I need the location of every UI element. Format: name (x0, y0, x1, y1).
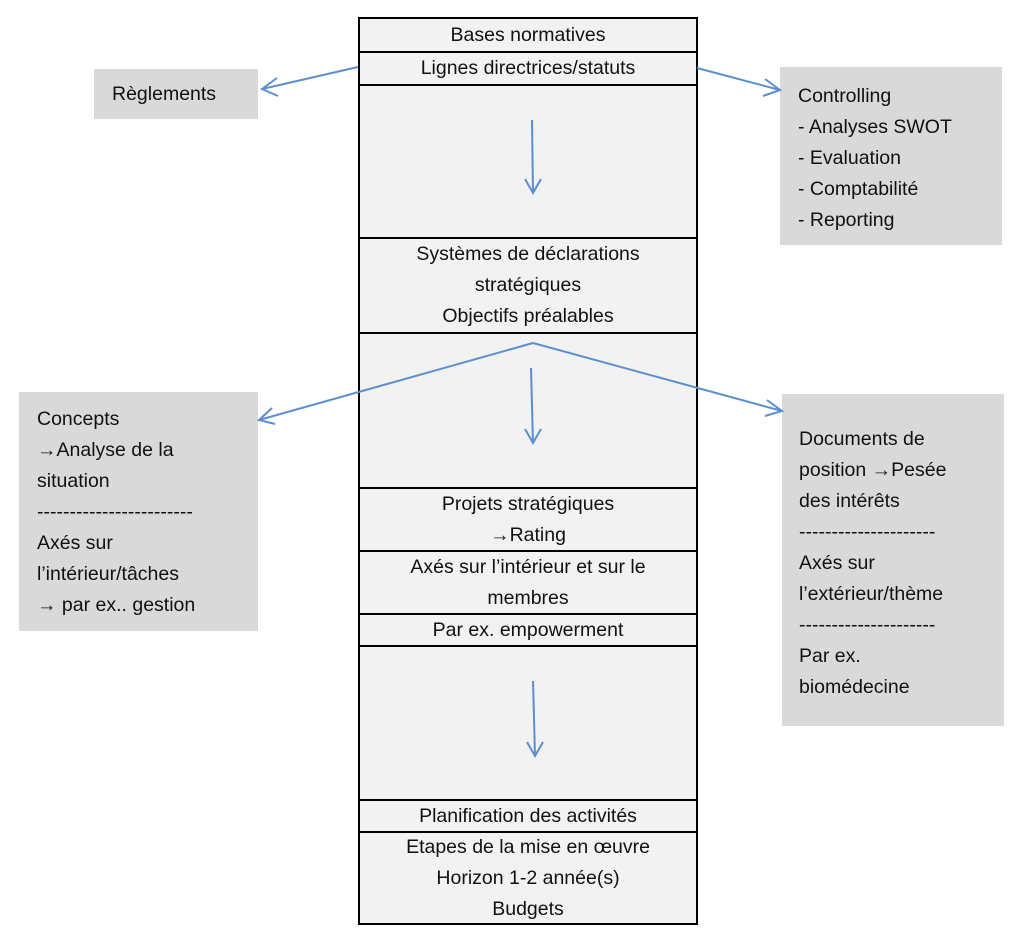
box-text: des intérêts (799, 490, 900, 512)
arrow-to-controlling (696, 67, 783, 97)
row-spacer-1 (360, 84, 696, 237)
box-text: biomédecine (799, 676, 910, 698)
row-text: Objectifs préalables (442, 305, 614, 327)
row-text: stratégiques (474, 274, 582, 296)
row-text: Horizon 1-2 année(s) (436, 866, 620, 889)
row-text: Etapes de la mise en œuvre (406, 835, 650, 858)
box-concepts: Concepts →Analyse de la situation ------… (19, 392, 258, 631)
box-reglements: Règlements (94, 69, 258, 119)
row-text: Budgets (492, 897, 564, 920)
box-text: Axés sur (37, 532, 113, 554)
box-text: - Evaluation (798, 147, 901, 169)
box-text: Règlements (112, 83, 217, 105)
box-divider: ------------------------ (37, 501, 193, 523)
arrow-to-reglements (260, 66, 359, 97)
box-controlling: Controlling - Analyses SWOT - Evaluation… (780, 67, 1002, 245)
row-text: Systèmes de déclarations (416, 243, 640, 265)
box-divider: --------------------- (799, 521, 936, 543)
row-text: Planification des activités (419, 804, 637, 827)
box-text: - Reporting (798, 209, 895, 231)
row-empowerment: Par ex. empowerment (360, 613, 696, 645)
row-etapes-mise-en-oeuvre: Etapes de la mise en œuvre Horizon 1-2 a… (360, 831, 696, 923)
row-systemes-declarations: Systèmes de déclarations stratégiques Ob… (360, 237, 696, 332)
box-text: Controlling (798, 85, 892, 107)
row-spacer-3 (360, 645, 696, 799)
row-planification-activites: Planification des activités (360, 799, 696, 831)
row-axes-interieur-membres: Axés sur l’intérieur et sur le membres (360, 550, 696, 613)
box-text: - Comptabilité (798, 178, 919, 200)
box-text: situation (37, 470, 110, 492)
row-text: membres (487, 586, 569, 609)
row-spacer-2 (360, 332, 696, 487)
central-process-column: Bases normatives Lignes directrices/stat… (358, 17, 698, 925)
box-text: → par ex.. gestion (37, 594, 196, 616)
box-text: l’extérieur/thème (799, 583, 944, 605)
box-text: Documents de (799, 428, 925, 450)
row-lignes-directrices: Lignes directrices/statuts (360, 51, 696, 84)
box-text: Axés sur (799, 552, 875, 574)
box-text: →Analyse de la (37, 439, 174, 461)
row-text: Projets stratégiques (441, 492, 615, 515)
row-text: Axés sur l’intérieur et sur le (410, 555, 646, 578)
box-text: Concepts (37, 408, 120, 430)
row-text: Bases normatives (450, 23, 606, 46)
box-text: l’intérieur/tâches (37, 563, 179, 585)
box-text: position →Pesée (799, 459, 947, 481)
row-bases-normatives: Bases normatives (360, 19, 696, 51)
row-text: Lignes directrices/statuts (420, 57, 636, 79)
box-divider: --------------------- (799, 614, 936, 636)
box-documents-position: Documents de position →Pesée des intérêt… (782, 394, 1004, 726)
box-text: Par ex. (799, 645, 861, 667)
row-text: →Rating (490, 523, 566, 546)
box-text: - Analyses SWOT (798, 116, 952, 138)
row-text: Par ex. empowerment (432, 618, 624, 641)
row-projets-strategiques: Projets stratégiques →Rating (360, 487, 696, 550)
